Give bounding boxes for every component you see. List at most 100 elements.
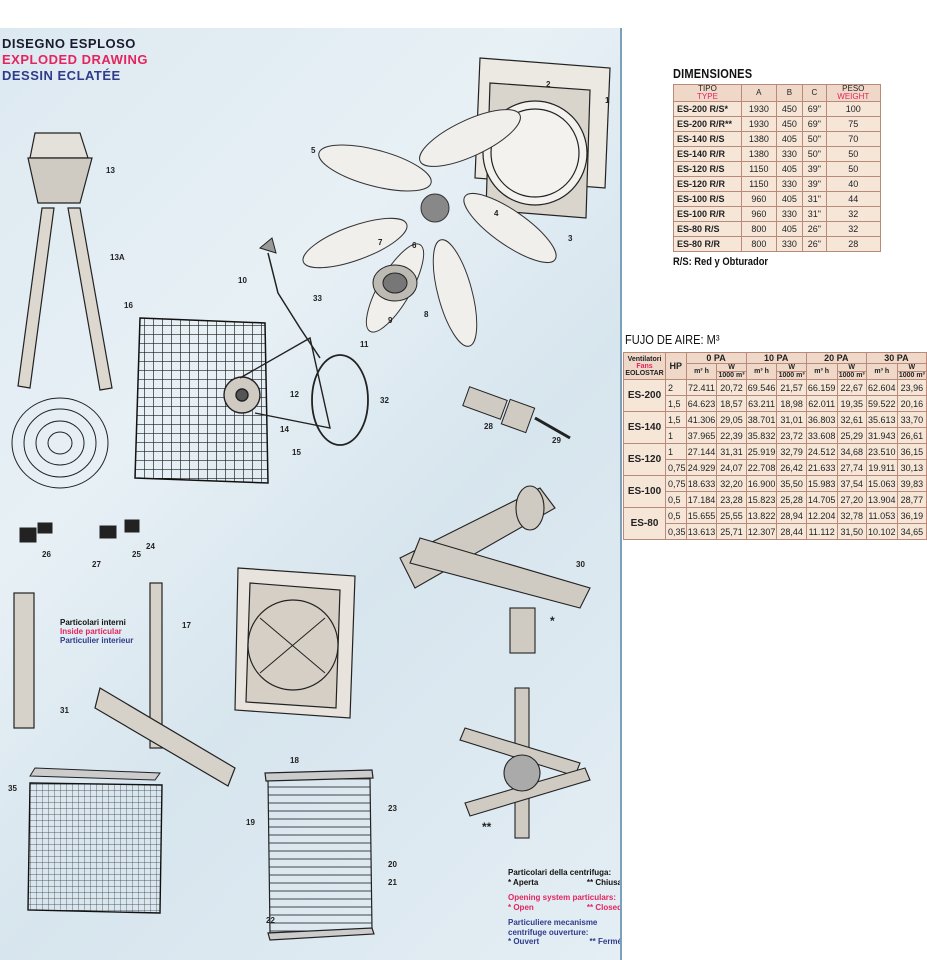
value-cell: 405: [775, 131, 804, 147]
header-type-label: TYPE: [697, 92, 718, 101]
airflow-value-cell: 17.184: [685, 491, 718, 508]
airflow-model-cell: ES-80: [623, 507, 666, 540]
airflow-value-cell: 62.604: [865, 379, 898, 396]
callout-30: 30: [576, 560, 585, 569]
airflow-value-cell: 11.112: [805, 523, 838, 540]
tension-arm: [267, 252, 321, 359]
legend-en-closed: ** Closed: [586, 902, 622, 912]
inside-particular-label: Particolari interni Inside particular Pa…: [60, 618, 133, 645]
hp-cell: 0,75: [665, 475, 687, 492]
airflow-value-cell: 34,65: [896, 523, 927, 540]
fan-housing-mid: [234, 567, 356, 719]
value-cell: 330: [775, 146, 804, 162]
value-cell: 330: [775, 206, 804, 222]
value-cell: 1150: [741, 161, 777, 177]
airflow-value-cell: 11.053: [865, 507, 898, 524]
hp-cell: 1,5: [665, 395, 687, 412]
airflow-value-cell: 72.411: [685, 379, 718, 396]
belt: [311, 354, 369, 446]
airflow-value-cell: 29,05: [716, 411, 747, 428]
legend-en-open: * Open: [508, 902, 534, 912]
bolt-parts: [462, 386, 571, 440]
hp-cell: 1: [665, 443, 687, 460]
callout-4: 4: [494, 209, 499, 218]
callout-3: 3: [568, 234, 573, 243]
header-0pa: 0 PA: [685, 352, 747, 364]
title-french: DESSIN ECLATÉE: [2, 68, 121, 83]
value-cell: 450: [775, 116, 804, 132]
airflow-model-cell: ES-200: [623, 379, 666, 412]
header-fans-brand: EOLOSTAR: [625, 369, 664, 377]
header-20pa: 20 PA: [805, 352, 867, 364]
airflow-value-cell: 39,83: [896, 475, 927, 492]
value-cell: 100: [825, 101, 882, 117]
value-cell: 800: [741, 236, 777, 252]
header-30pa: 30 PA: [865, 352, 927, 364]
airflow-value-cell: 24,07: [716, 459, 747, 476]
value-cell: 960: [741, 206, 777, 222]
motor: [372, 264, 418, 302]
value-cell: 39": [802, 176, 827, 192]
callout-7: 7: [378, 238, 383, 247]
airflow-value-cell: 12.307: [745, 523, 778, 540]
airflow-header-row-1: Ventilatori Fans EOLOSTAR HP 0 PA 10 PA …: [623, 352, 927, 380]
value-cell: 405: [775, 221, 804, 237]
unit-flow-header: m³ h: [865, 363, 898, 380]
hp-cell: 0,5: [665, 491, 687, 508]
airflow-value-cell: 31,31: [716, 443, 747, 460]
airflow-value-cell: 18,57: [716, 395, 747, 412]
airflow-model-cell: ES-140: [623, 411, 666, 444]
value-cell: 69": [802, 101, 827, 117]
header-peso-label: PESO: [842, 84, 865, 93]
dimensions-header-row: TIPO TYPE A B C PESO WEIGHT: [673, 84, 882, 102]
dimensions-note: R/S: Red y Obturador: [673, 256, 769, 268]
callout-25: 25: [132, 550, 141, 559]
airflow-value-cell: 30,13: [896, 459, 927, 476]
value-cell: 28: [825, 236, 882, 252]
unit-power-w: W: [728, 364, 735, 371]
airflow-value-cell: 26,61: [896, 427, 927, 444]
hp-cell: 1: [665, 427, 687, 444]
value-cell: 450: [775, 101, 804, 117]
airflow-value-cell: 15.063: [865, 475, 898, 492]
model-cell: ES-100 R/S: [673, 191, 742, 207]
callout-10: 10: [238, 276, 247, 285]
model-cell: ES-120 R/S: [673, 161, 742, 177]
airflow-value-cell: 62.011: [805, 395, 838, 412]
airflow-value-cell: 14.705: [805, 491, 838, 508]
support-legs: [17, 207, 113, 391]
airflow-value-cell: 63.211: [745, 395, 778, 412]
value-cell: 32: [825, 206, 882, 222]
value-cell: 31": [802, 191, 827, 207]
airflow-value-cell: 59.522: [865, 395, 898, 412]
legend-italian: Particolari della centrifuga: * Aperta**…: [508, 868, 620, 887]
callout-9: 9: [388, 316, 393, 325]
value-cell: 50: [825, 146, 882, 162]
header-c: C: [802, 84, 827, 102]
header-hp: HP: [665, 352, 687, 380]
airflow-value-cell: 35,50: [776, 475, 807, 492]
airflow-value-cell: 32,79: [776, 443, 807, 460]
callout-29: 29: [552, 436, 561, 445]
inner-label-it: Particolari interni: [60, 618, 126, 627]
value-cell: 26": [802, 221, 827, 237]
header-peso: PESO WEIGHT: [825, 84, 882, 102]
airflow-title: FUJO DE AIRE: M³: [625, 332, 720, 347]
airflow-value-cell: 25.919: [745, 443, 778, 460]
callout-20: 20: [388, 860, 397, 869]
airflow-value-cell: 25,29: [836, 427, 867, 444]
callout-27: 27: [92, 560, 101, 569]
drawing-title: DISEGNO ESPLOSO EXPLODED DRAWING DESSIN …: [2, 36, 148, 84]
inner-label-en: Inside particular: [60, 627, 122, 636]
model-cell: ES-120 R/R: [673, 176, 742, 192]
header-tipo: TIPO TYPE: [673, 84, 742, 102]
